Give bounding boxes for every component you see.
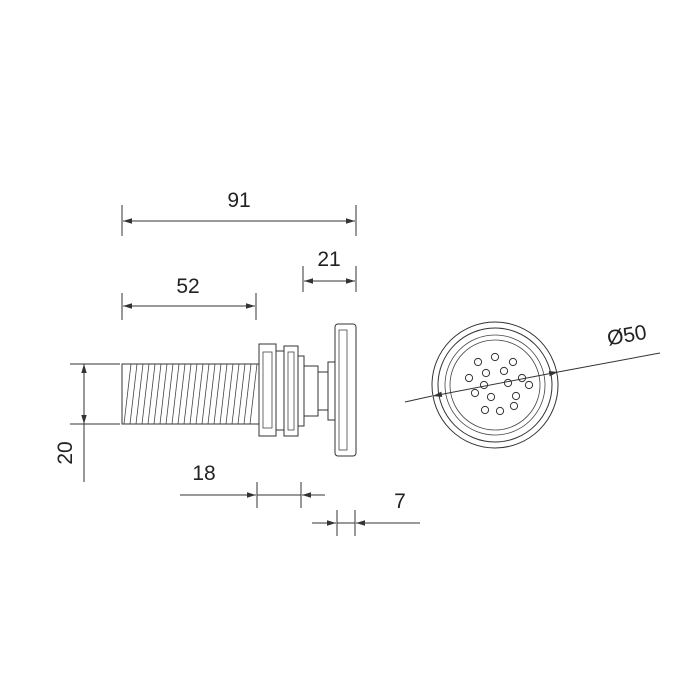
- front-view: [431, 321, 559, 449]
- thread-line: [231, 363, 240, 425]
- nozzle-hole: [499, 366, 509, 376]
- thread-line: [135, 363, 144, 425]
- dimension-thread-diameter: 20: [54, 363, 120, 482]
- dimension-label-overall-length: 91: [227, 189, 250, 212]
- thread-line: [153, 363, 162, 425]
- dimension-flange-span: 21: [302, 248, 357, 292]
- thread-line: [243, 363, 252, 425]
- side-view: [121, 323, 357, 457]
- thread-line: [147, 363, 156, 425]
- nozzle-hole: [509, 401, 519, 411]
- lock-ring: [283, 345, 299, 437]
- thread-line: [225, 363, 234, 425]
- dimension-label-flange-thickness: 7: [394, 490, 406, 513]
- thread-line: [213, 363, 222, 425]
- thread-lines: [123, 363, 258, 425]
- nozzle-hole: [495, 406, 505, 416]
- stem-collar: [317, 371, 329, 411]
- nozzle-hole: [486, 392, 496, 402]
- thread-line: [141, 363, 150, 425]
- face-ring-3: [444, 334, 546, 436]
- dimension-label-nut-span: 18: [192, 462, 215, 485]
- thread-line: [171, 363, 180, 425]
- nozzle-hole: [480, 405, 490, 415]
- nut-body: [262, 351, 273, 429]
- stem: [303, 365, 319, 417]
- thread-line: [219, 363, 228, 425]
- dimension-label-thread-diameter: 20: [54, 441, 77, 464]
- face-plate-inner: [338, 329, 348, 451]
- nozzle-hole: [511, 391, 521, 401]
- thread-line: [189, 363, 198, 425]
- thread-line: [165, 363, 174, 425]
- nut-left: [258, 343, 277, 437]
- thread-line: [237, 363, 246, 425]
- dimension-label-flange-span: 21: [317, 248, 340, 271]
- washer: [275, 350, 285, 431]
- thread-line: [177, 363, 186, 425]
- lock-ring-inner: [287, 351, 295, 431]
- thread-line: [183, 363, 192, 425]
- face-plate: [334, 323, 357, 457]
- nozzle-hole: [524, 380, 534, 390]
- threaded-shank: [121, 363, 260, 425]
- dimension-nut-span: 18: [180, 462, 325, 508]
- dimension-thread-length: 52: [121, 275, 257, 320]
- dimension-overall-length: 91: [121, 189, 357, 236]
- dimension-label-thread-length: 52: [176, 275, 199, 298]
- nozzle-hole: [473, 357, 483, 367]
- nozzle-hole: [490, 352, 500, 362]
- spacer: [297, 355, 305, 427]
- thread-line: [207, 363, 216, 425]
- nozzle-hole: [508, 357, 518, 367]
- nozzle-hole: [503, 378, 513, 388]
- face-ring-2: [437, 327, 553, 443]
- dimension-flange-thickness: 7: [312, 490, 420, 536]
- thread-line: [129, 363, 138, 425]
- nozzle-hole: [464, 373, 474, 383]
- stem-neck: [327, 361, 336, 421]
- thread-line: [195, 363, 204, 425]
- nozzle-holes: [464, 352, 534, 416]
- nozzle-hole: [470, 388, 480, 398]
- dimension-label-face-diameter: Ø50: [605, 321, 648, 351]
- nozzle-hole: [481, 368, 491, 378]
- face-outer-ring: [431, 321, 559, 449]
- nozzle-hole: [479, 380, 489, 390]
- thread-line: [201, 363, 210, 425]
- thread-line: [123, 363, 132, 425]
- thread-line: [249, 363, 258, 425]
- thread-line: [159, 363, 168, 425]
